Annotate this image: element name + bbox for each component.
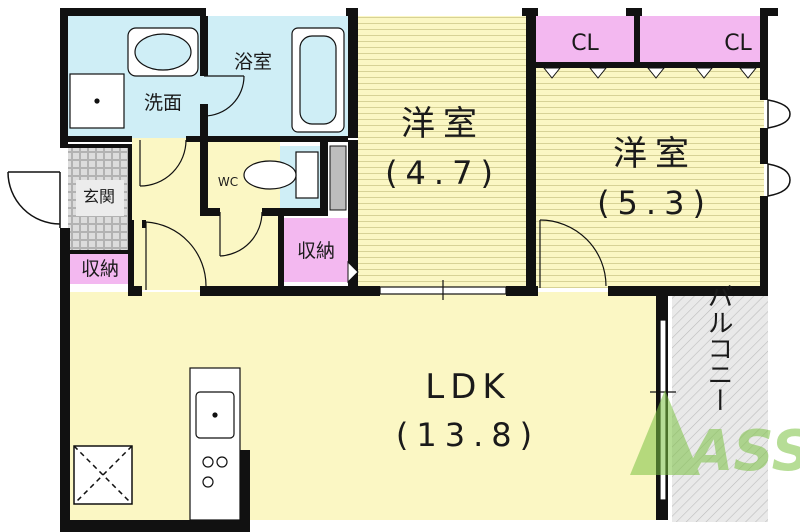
- label-entrance: 玄関: [83, 187, 115, 206]
- label-balcony: バルコニー: [703, 283, 733, 413]
- wc-door[interactable]: [219, 211, 263, 257]
- watermark-text: ASSIST: [686, 419, 800, 484]
- label-room-east-size: (5.3): [597, 184, 713, 222]
- label-washroom: 洗面: [144, 92, 182, 114]
- washing-machine-pan: [69, 73, 125, 129]
- storage-hall-door-marker: [347, 260, 359, 284]
- east-room-door[interactable]: [539, 219, 607, 288]
- watermark-logo: ASSIST: [630, 390, 800, 484]
- closet-1-area: [536, 16, 634, 66]
- washbasin: [127, 27, 199, 77]
- refrigerator-space: [73, 445, 133, 505]
- bath-door[interactable]: [203, 75, 245, 117]
- label-bathroom: 浴室: [234, 51, 272, 73]
- west-room-sliding-door[interactable]: [379, 280, 507, 300]
- label-ldk-name: LDK: [425, 367, 510, 407]
- label-ldk-size: (13.8): [396, 416, 540, 454]
- storage-hall-area: [284, 218, 348, 282]
- hall-ldk-door[interactable]: [145, 221, 207, 290]
- front-door[interactable]: [7, 171, 61, 228]
- svg-text:ASSIST: ASSIST: [686, 419, 800, 484]
- bathtub: [291, 27, 345, 133]
- label-storage-hall: 収納: [297, 240, 335, 262]
- storage-entrance-area: [70, 252, 132, 284]
- closet-door-markers: [542, 67, 758, 79]
- toilet: [243, 151, 319, 199]
- closet-2-area: [640, 16, 764, 66]
- room-west-area: [358, 16, 528, 288]
- label-room-east-name: 洋室: [613, 134, 697, 174]
- label-storage-entrance: 収納: [81, 258, 119, 280]
- kitchen-counter: [189, 367, 241, 521]
- label-room-west-name: 洋室: [401, 104, 485, 144]
- label-closet-2: CL: [724, 31, 752, 56]
- washroom-door[interactable]: [139, 139, 187, 187]
- room-east-area: [536, 66, 764, 288]
- label-wc: WC: [218, 175, 238, 189]
- east-windows: [767, 99, 791, 197]
- wc-shelf: [329, 145, 347, 211]
- balcony-area: [672, 292, 768, 522]
- ldk-area: [70, 292, 660, 520]
- label-room-west-size: (4.7): [385, 154, 501, 192]
- label-closet-1: CL: [571, 31, 599, 56]
